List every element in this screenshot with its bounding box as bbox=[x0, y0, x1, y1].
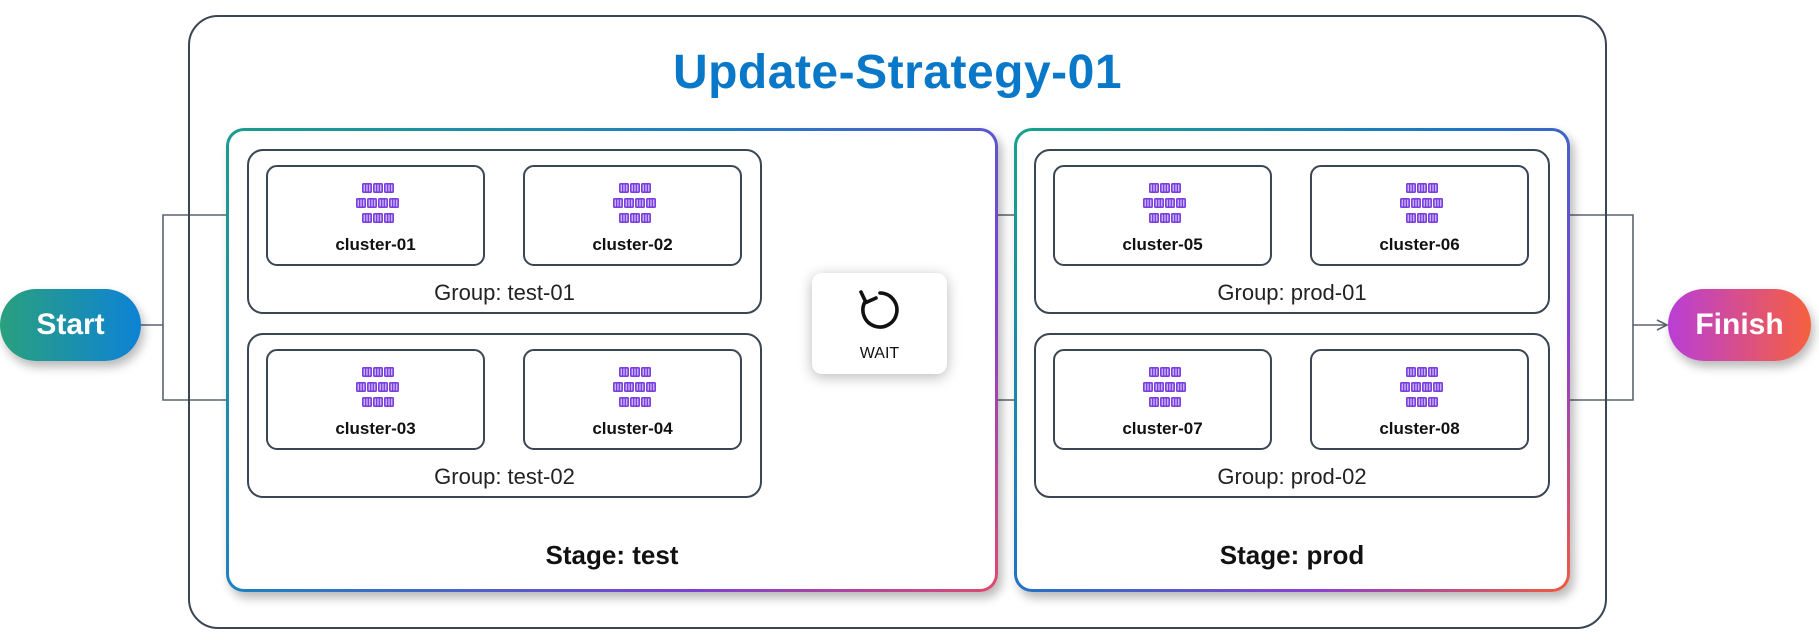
stage-label: Stage: prod bbox=[1219, 540, 1365, 570]
cluster-node[interactable]: cluster-04 bbox=[523, 349, 742, 450]
kubernetes-cluster-icon bbox=[1140, 365, 1190, 409]
kubernetes-cluster-icon bbox=[610, 365, 660, 409]
cluster-node[interactable]: cluster-08 bbox=[1310, 349, 1529, 450]
kubernetes-cluster-icon bbox=[610, 181, 660, 225]
update-strategy-container: Update-Strategy-01 bbox=[188, 15, 1607, 629]
cluster-label: cluster-07 bbox=[1122, 419, 1203, 438]
cluster-node[interactable]: cluster-06 bbox=[1310, 165, 1529, 266]
cluster-node[interactable]: cluster-03 bbox=[266, 349, 485, 450]
group-label: Group: prod-02 bbox=[1217, 464, 1367, 489]
cluster-label: cluster-04 bbox=[592, 419, 673, 438]
cluster-label: cluster-05 bbox=[1122, 235, 1203, 254]
group-label: Group: test-02 bbox=[434, 464, 575, 489]
kubernetes-cluster-icon bbox=[353, 181, 403, 225]
finish-node[interactable]: Finish bbox=[1668, 289, 1811, 361]
cluster-node[interactable]: cluster-02 bbox=[523, 165, 742, 266]
start-node[interactable]: Start bbox=[0, 289, 141, 361]
stage-label: Stage: test bbox=[545, 540, 679, 570]
kubernetes-cluster-icon bbox=[1140, 181, 1190, 225]
cluster-label: cluster-03 bbox=[335, 419, 416, 438]
wait-label: WAIT bbox=[859, 345, 900, 362]
kubernetes-cluster-icon bbox=[1397, 181, 1447, 225]
strategy-title: Update-Strategy-01 bbox=[672, 46, 1123, 99]
cluster-node[interactable]: cluster-01 bbox=[266, 165, 485, 266]
kubernetes-cluster-icon bbox=[353, 365, 403, 409]
cluster-label: cluster-08 bbox=[1379, 419, 1460, 438]
cluster-label: cluster-02 bbox=[592, 235, 673, 254]
refresh-icon bbox=[859, 290, 899, 329]
group-label: Group: prod-01 bbox=[1217, 280, 1367, 305]
cluster-node[interactable]: cluster-05 bbox=[1053, 165, 1272, 266]
cluster-label: cluster-06 bbox=[1379, 235, 1460, 254]
group-label: Group: test-01 bbox=[434, 280, 575, 305]
start-label: Start bbox=[36, 308, 105, 341]
finish-label: Finish bbox=[1695, 308, 1784, 341]
wait-step[interactable]: WAIT bbox=[812, 273, 947, 374]
kubernetes-cluster-icon bbox=[1397, 365, 1447, 409]
cluster-node[interactable]: cluster-07 bbox=[1053, 349, 1272, 450]
cluster-label: cluster-01 bbox=[335, 235, 416, 254]
